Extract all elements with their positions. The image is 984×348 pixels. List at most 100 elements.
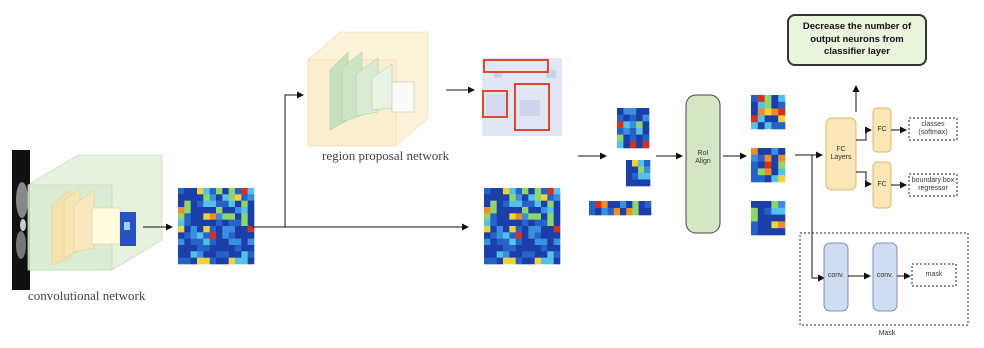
heatmap-cell — [534, 226, 542, 233]
heatmap-cell — [515, 219, 523, 227]
heatmap-cell — [778, 207, 786, 215]
heatmap-cell — [184, 226, 191, 233]
heatmap-cell — [235, 245, 242, 252]
heatmap-cell — [247, 226, 255, 233]
heatmap-cell — [209, 226, 217, 233]
roi-crop-1 — [617, 108, 650, 149]
heatmap-cell — [209, 194, 217, 201]
heatmap-cell — [522, 257, 529, 265]
heatmap-cell — [553, 245, 561, 252]
heatmap-cell — [203, 219, 210, 227]
heatmap-cell — [623, 141, 631, 149]
heatmap-cell — [216, 257, 223, 265]
heatmap-cell — [751, 161, 759, 169]
heatmap-cell — [197, 238, 204, 246]
heatmap-cell — [222, 200, 229, 208]
heatmap-cell — [247, 251, 255, 258]
heatmap-cell — [751, 108, 759, 116]
heatmap-cell — [216, 219, 223, 227]
heatmap-cell — [216, 245, 223, 252]
heatmap-cell — [484, 226, 491, 233]
heatmap-cell — [636, 121, 643, 129]
heatmap-cell — [178, 188, 185, 195]
heatmap-cell — [553, 232, 561, 239]
heatmap-cell — [553, 219, 561, 227]
heatmap-cell — [178, 232, 185, 239]
heatmap-cell — [764, 101, 772, 109]
heatmap-cell — [528, 219, 535, 227]
heatmap-cell — [632, 208, 639, 216]
heatmap-cell — [235, 194, 242, 201]
heatmap-cell — [764, 207, 772, 215]
heatmap-cell — [203, 213, 210, 220]
heatmap-cell — [764, 168, 772, 176]
heatmap-cell — [636, 141, 643, 149]
heatmap-cell — [190, 200, 198, 208]
heatmap-cell — [241, 219, 248, 227]
heatmap-cell — [190, 251, 198, 258]
heatmap-cell — [638, 173, 645, 180]
heatmap-cell — [771, 115, 779, 123]
heatmap-cell — [771, 154, 779, 162]
heatmap-cell — [522, 238, 529, 246]
heatmap-cell — [778, 101, 786, 109]
heatmap-cell — [241, 207, 248, 214]
heatmap-cell — [764, 95, 772, 103]
roi-align-box — [685, 94, 721, 234]
heatmap-cell — [778, 214, 786, 222]
heatmap-cell — [764, 148, 772, 156]
heatmap-cell — [638, 201, 646, 209]
roi-align-label: RoI Align — [695, 150, 711, 166]
heatmap-cell — [197, 251, 204, 258]
heatmap-cell — [623, 121, 631, 129]
fc-layers-label: FC Layers — [830, 146, 852, 162]
heatmap-cell — [751, 228, 759, 236]
heatmap-cell — [178, 257, 185, 265]
heatmap-cell — [509, 200, 516, 208]
heatmap-cell — [190, 257, 198, 265]
heatmap-cell — [632, 160, 639, 167]
heatmap-cell — [247, 219, 255, 227]
heatmap-cell — [522, 194, 529, 201]
heatmap-cell — [241, 194, 248, 201]
heatmap-cell — [509, 207, 516, 214]
heatmap-cell — [636, 114, 643, 122]
heatmap-cell — [190, 238, 198, 246]
heatmap-cell — [190, 213, 198, 220]
heatmap-cell — [235, 219, 242, 227]
heatmap-cell — [509, 245, 516, 252]
heatmap-cell — [228, 219, 236, 227]
heatmap-cell — [632, 173, 639, 180]
heatmap-cell — [636, 134, 643, 142]
bbox-label: boundary box regressor — [911, 177, 955, 193]
heatmap-cell — [642, 114, 650, 122]
heatmap-cell — [607, 201, 615, 209]
heatmap-cell — [778, 108, 786, 116]
heatmap-cell — [484, 238, 491, 246]
heatmap-cell — [778, 148, 786, 156]
heatmap-cell — [778, 175, 786, 183]
heatmap-cell — [241, 245, 248, 252]
heatmap-cell — [638, 179, 645, 187]
heatmap-cell — [751, 175, 759, 183]
heatmap-cell — [522, 251, 529, 258]
heatmap-cell — [547, 200, 554, 208]
heatmap-cell — [541, 200, 548, 208]
mask-group-label: Mask — [878, 330, 896, 337]
heatmap-cell — [534, 200, 542, 208]
heatmap-cell — [503, 257, 510, 265]
heatmap-cell — [541, 232, 548, 239]
heatmap-cell — [222, 238, 229, 246]
heatmap-cell — [222, 251, 229, 258]
heatmap-cell — [620, 208, 627, 216]
heatmap-cell — [757, 161, 765, 169]
heatmap-cell — [484, 207, 491, 214]
heatmap-cell — [209, 200, 217, 208]
heatmap-cell — [503, 200, 510, 208]
heatmap-cell — [190, 245, 198, 252]
heatmap-cell — [228, 188, 236, 195]
heatmap-cell — [528, 200, 535, 208]
heatmap-cell — [484, 245, 491, 252]
heatmap-cell — [209, 245, 217, 252]
heatmap-cell — [484, 251, 491, 258]
